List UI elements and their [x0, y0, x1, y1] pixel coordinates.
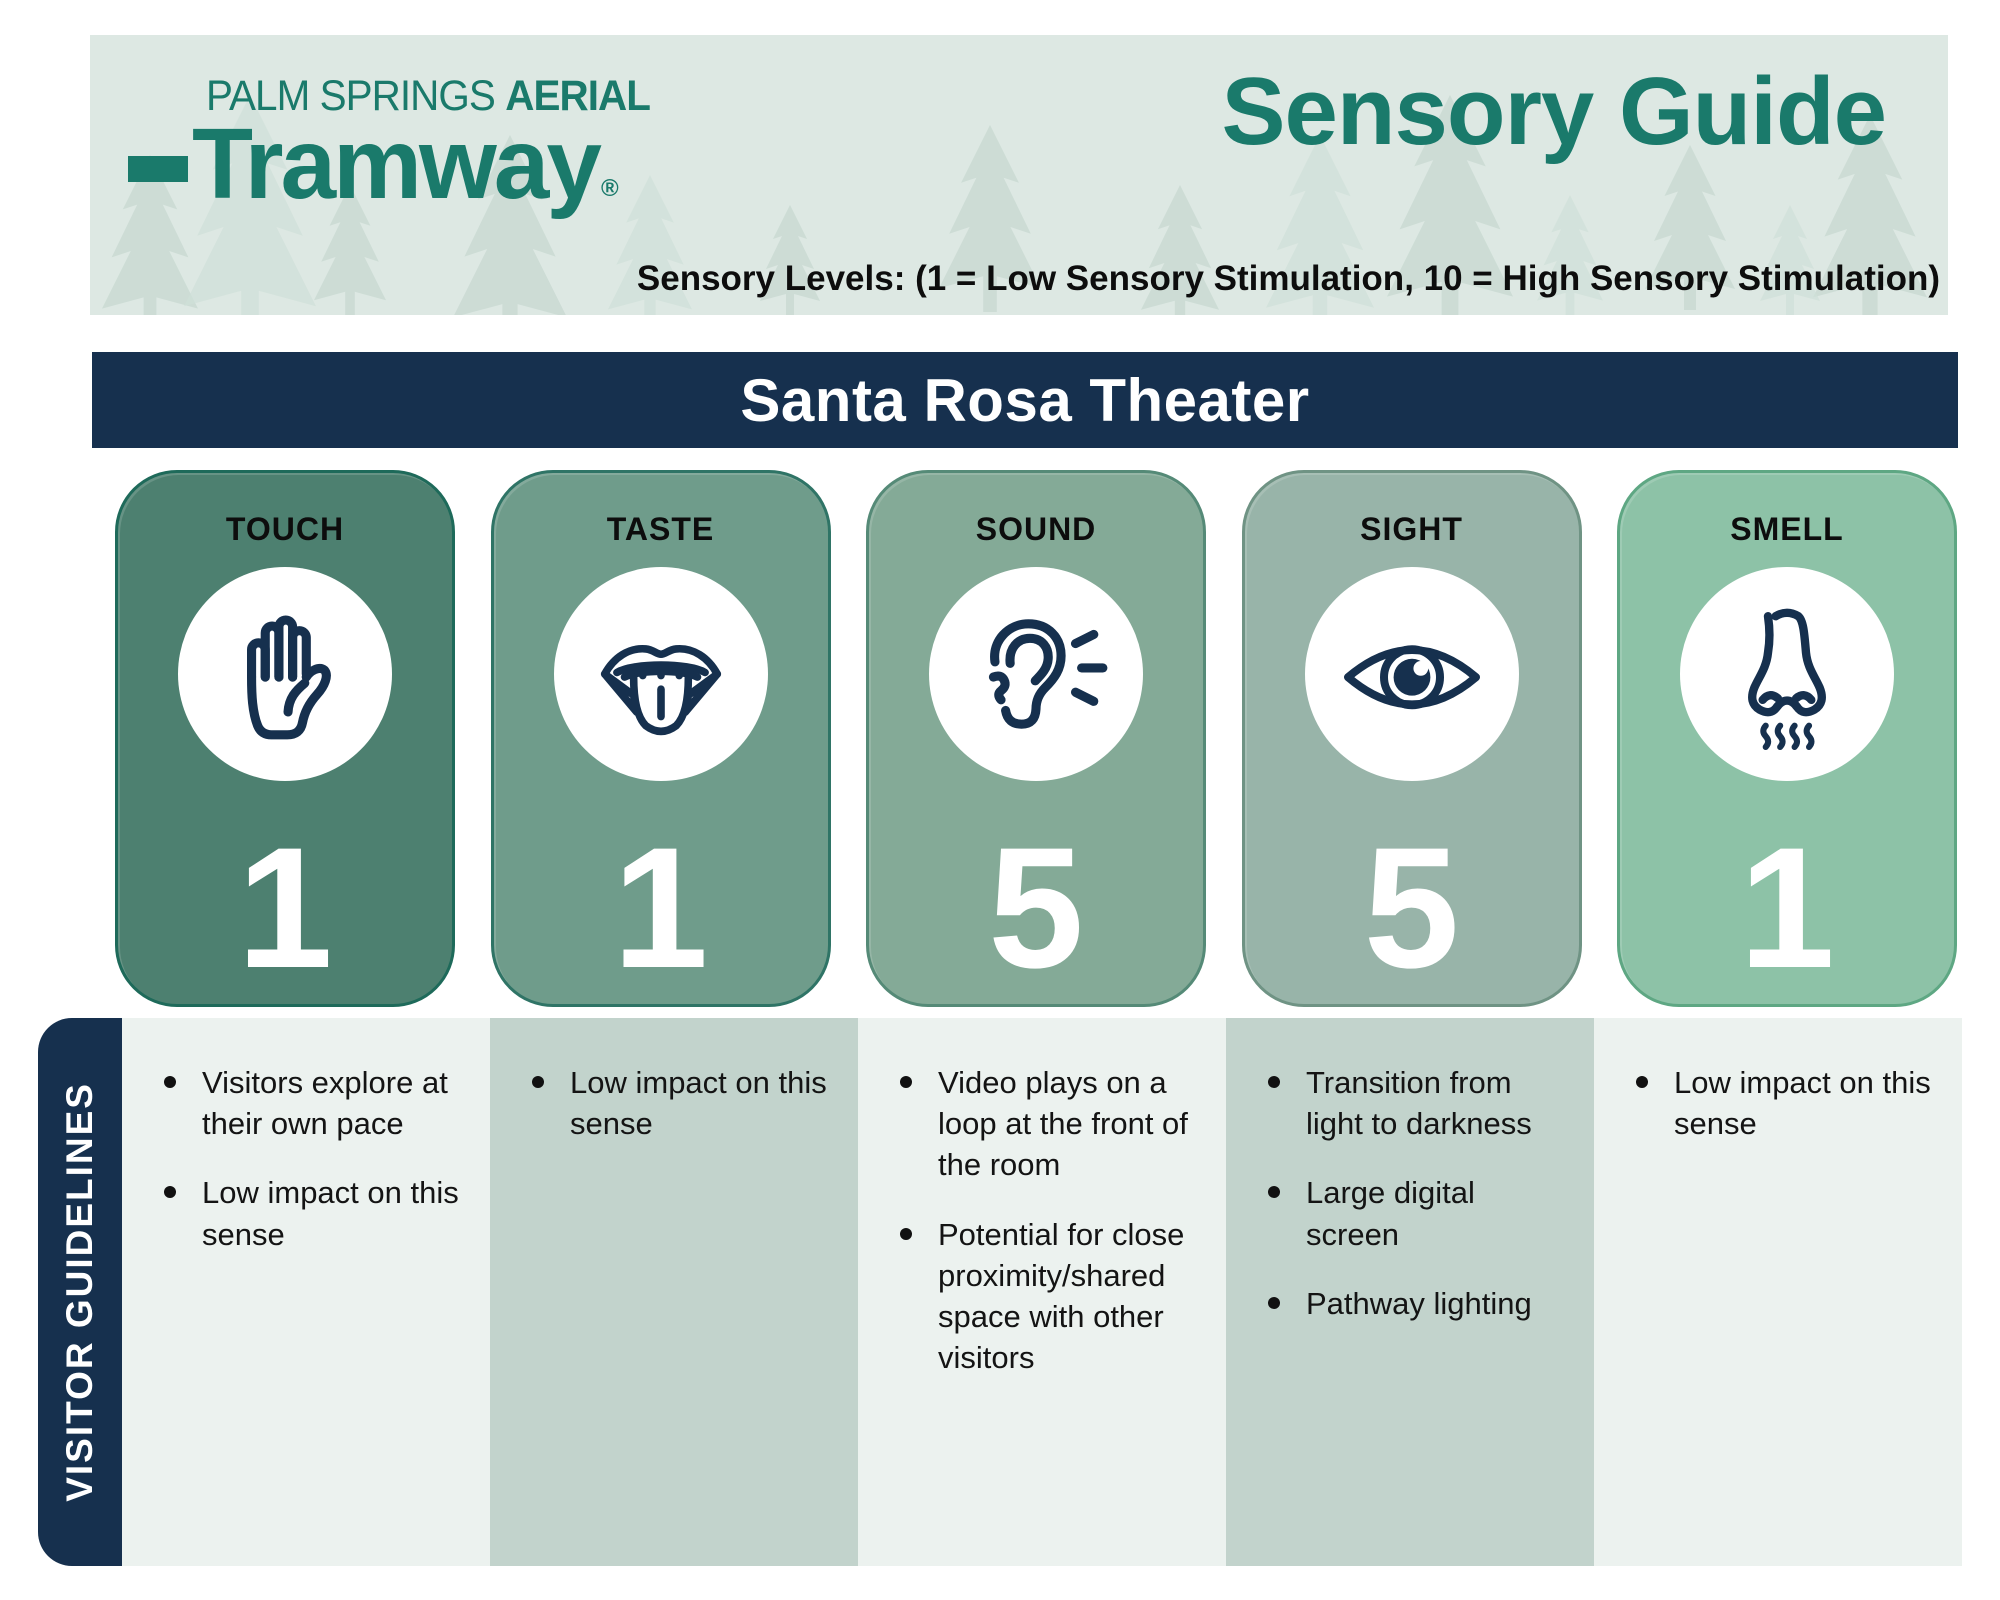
sense-icon-circle	[929, 567, 1143, 781]
bullet-item: Video plays on a loop at the front of th…	[892, 1062, 1200, 1186]
bullet-list: Transition from light to darkness Large …	[1260, 1062, 1568, 1324]
bullet-item: Visitors explore at their own pace	[156, 1062, 464, 1144]
logo-line1: PALM SPRINGS AERIAL	[206, 72, 651, 120]
sense-level: 1	[237, 812, 333, 1004]
guidelines-smell: Low impact on this sense	[1594, 1018, 1962, 1566]
sense-card-sight: SIGHT 5	[1241, 470, 1582, 1007]
sense-label: TOUCH	[225, 511, 345, 547]
guidelines-touch: Visitors explore at their own pace Low i…	[122, 1018, 490, 1566]
eye-icon	[1343, 645, 1480, 710]
bullet-list: Video plays on a loop at the front of th…	[892, 1062, 1200, 1379]
sense-level: 5	[1363, 812, 1460, 1004]
bullet-list: Low impact on this sense	[1628, 1062, 1936, 1144]
bullet-item: Large digital screen	[1260, 1172, 1568, 1254]
bullet-list: Visitors explore at their own pace Low i…	[156, 1062, 464, 1255]
sense-icon-circle	[1680, 567, 1894, 781]
sense-card-sound: SOUND 5	[866, 470, 1206, 1007]
sense-level: 1	[612, 812, 709, 1004]
sense-icon-circle	[553, 567, 768, 781]
sense-cards-row: TOUCH 1 TASTE	[115, 470, 1957, 1007]
guidelines-taste: Low impact on this sense	[490, 1018, 858, 1566]
logo-palm-springs-text: PALM SPRINGS	[206, 72, 506, 120]
bullet-item: Pathway lighting	[1260, 1283, 1568, 1324]
sense-icon-circle	[178, 567, 392, 781]
bullet-item: Low impact on this sense	[1628, 1062, 1936, 1144]
visitor-guidelines-section: VISITOR GUIDELINES Visitors explore at t…	[38, 1018, 1962, 1566]
bullet-item: Transition from light to darkness	[1260, 1062, 1568, 1144]
page-title: Sensory Guide	[1221, 58, 1887, 165]
location-title: Santa Rosa Theater	[740, 366, 1310, 434]
location-banner: Santa Rosa Theater	[92, 352, 1958, 448]
visitor-guidelines-pill: VISITOR GUIDELINES	[38, 1018, 122, 1566]
sense-label: SIGHT	[1360, 511, 1463, 547]
bullet-item: Potential for close proximity/shared spa…	[892, 1214, 1200, 1379]
logo-tramway-text: Tramway	[192, 108, 602, 220]
logo-aerial-text: AERIAL	[505, 72, 651, 120]
registered-mark: ®	[601, 175, 619, 202]
ear-icon	[988, 619, 1108, 729]
bullet-list: Low impact on this sense	[524, 1062, 832, 1144]
sense-label: SMELL	[1730, 511, 1844, 547]
sense-card-smell: SMELL 1	[1617, 470, 1957, 1007]
visitor-guidelines-label: VISITOR GUIDELINES	[59, 1082, 100, 1502]
sense-level: 1	[1739, 812, 1835, 1004]
tramway-logo: PALM SPRINGS AERIAL Tramway ®	[128, 75, 678, 217]
guidelines-sight: Transition from light to darkness Large …	[1226, 1018, 1594, 1566]
sense-label: TASTE	[606, 511, 715, 547]
bullet-item: Low impact on this sense	[156, 1172, 464, 1254]
guidelines-sound: Video plays on a loop at the front of th…	[858, 1018, 1226, 1566]
sense-label: SOUND	[975, 511, 1097, 547]
header-band: PALM SPRINGS AERIAL Tramway ® Sensory Gu…	[90, 35, 1948, 315]
nose-icon	[1748, 608, 1826, 750]
sense-card-touch: TOUCH 1	[115, 470, 455, 1007]
bullet-item: Low impact on this sense	[524, 1062, 832, 1144]
sense-icon-circle	[1304, 567, 1519, 781]
hand-icon	[247, 615, 331, 740]
sense-level: 5	[988, 812, 1084, 1004]
sense-card-taste: TASTE 1	[490, 470, 831, 1007]
sensory-scale-legend: Sensory Levels: (1 = Low Sensory Stimula…	[636, 259, 1940, 298]
tongue-icon	[600, 645, 721, 736]
logo-bar	[128, 156, 188, 182]
